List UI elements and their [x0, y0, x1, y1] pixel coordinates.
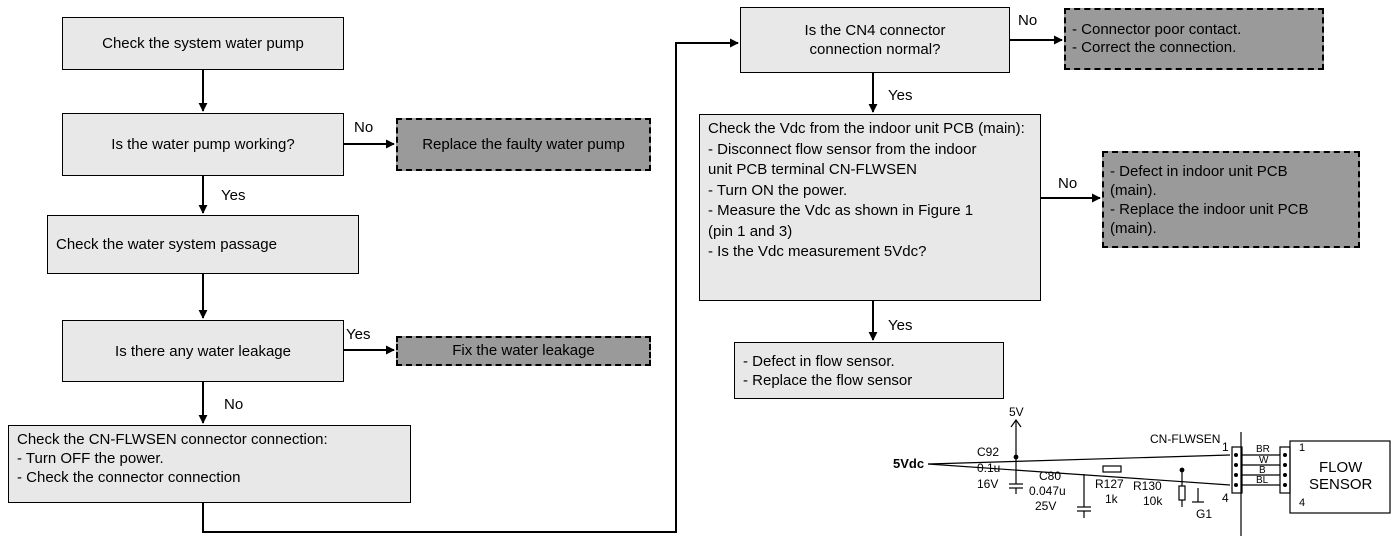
r127-label: R127: [1095, 477, 1124, 491]
check-connector-step: Check the CN-FLWSEN connector connection…: [8, 425, 411, 503]
sensor-defect-step: - Defect in flow sensor. - Replace the f…: [734, 342, 1004, 399]
check-passage-step: Check the water system passage: [47, 215, 359, 274]
pump-working-text: Is the water pump working?: [111, 136, 295, 153]
cn4-text: Is the CN4 connector connection normal?: [804, 22, 946, 58]
arrow-connector-to-cn4: [202, 38, 739, 533]
pcb-defect-text: - Defect in indoor unit PCB (main). - Re…: [1110, 162, 1309, 237]
wire-bl-label: BL: [1256, 475, 1269, 486]
leakage-decision: Is there any water leakage: [62, 320, 344, 382]
pump-yes-label: Yes: [221, 187, 246, 204]
c80-cap-label: 0.047u: [1029, 484, 1066, 498]
pump-no-label: No: [354, 119, 374, 136]
pcb-defect-outcome: - Defect in indoor unit PCB (main). - Re…: [1102, 151, 1360, 248]
check-connector-text: Check the CN-FLWSEN connector connection…: [17, 431, 328, 486]
circuit-schematic: [927, 418, 1391, 536]
r127-val-label: 1k: [1105, 492, 1118, 506]
leakage-text: Is there any water leakage: [115, 342, 291, 360]
check-pump-text: Check the system water pump: [102, 35, 304, 52]
r130-val-label: 10k: [1143, 494, 1163, 508]
v5-label: 5V: [1009, 405, 1024, 419]
replace-pump-outcome: Replace the faulty water pump: [396, 118, 651, 171]
leak-yes-label: Yes: [346, 326, 371, 343]
wire-b-label: B: [1259, 465, 1266, 476]
cn4-fail-text: - Connector poor contact. - Correct the …: [1072, 21, 1242, 56]
cn4-fail-outcome: - Connector poor contact. - Correct the …: [1064, 8, 1324, 70]
wire-br-label: BR: [1256, 444, 1270, 455]
vdc-no-label: No: [1058, 175, 1078, 192]
cn4-yes-label: Yes: [888, 87, 913, 104]
cn4-no-label: No: [1018, 12, 1038, 29]
cn4-decision: Is the CN4 connector connection normal?: [740, 7, 1010, 73]
wire-w-label: W: [1259, 455, 1269, 466]
r130-label: R130: [1133, 479, 1162, 493]
check-passage-text: Check the water system passage: [56, 236, 277, 253]
connector-pin1-label: 1: [1222, 440, 1229, 454]
connector-label: CN-FLWSEN: [1150, 432, 1221, 446]
sensor-pin4-label: 4: [1299, 497, 1306, 509]
check-vdc-step: Check the Vdc from the indoor unit PCB (…: [699, 114, 1041, 301]
leak-no-label: No: [224, 396, 244, 413]
check-vdc-text: Check the Vdc from the indoor unit PCB (…: [708, 120, 1025, 260]
vdc-label: 5Vdc: [893, 456, 925, 471]
c80-label: C80: [1039, 469, 1062, 483]
fix-leakage-text: Fix the water leakage: [452, 342, 595, 359]
schematic-junctions: [1013, 453, 1287, 487]
vdc-yes-label: Yes: [888, 317, 913, 334]
sensor-label-line2: SENSOR: [1309, 476, 1373, 493]
c92-label: C92: [977, 445, 1000, 459]
g1-label: G1: [1196, 507, 1213, 521]
c80-volt-label: 25V: [1035, 499, 1057, 513]
sensor-defect-text: - Defect in flow sensor. - Replace the f…: [743, 353, 913, 389]
c92-cap-label: 0.1u: [977, 461, 1001, 475]
pump-working-decision: Is the water pump working?: [62, 113, 344, 176]
fix-leakage-outcome: Fix the water leakage: [396, 336, 651, 366]
c92-volt-label: 16V: [977, 477, 999, 491]
sensor-label-line1: FLOW: [1319, 459, 1363, 476]
connector-pin4-label: 4: [1222, 491, 1229, 505]
sensor-pin1-label: 1: [1299, 442, 1306, 454]
check-pump-step: Check the system water pump: [62, 17, 344, 70]
replace-pump-text: Replace the faulty water pump: [422, 135, 625, 153]
